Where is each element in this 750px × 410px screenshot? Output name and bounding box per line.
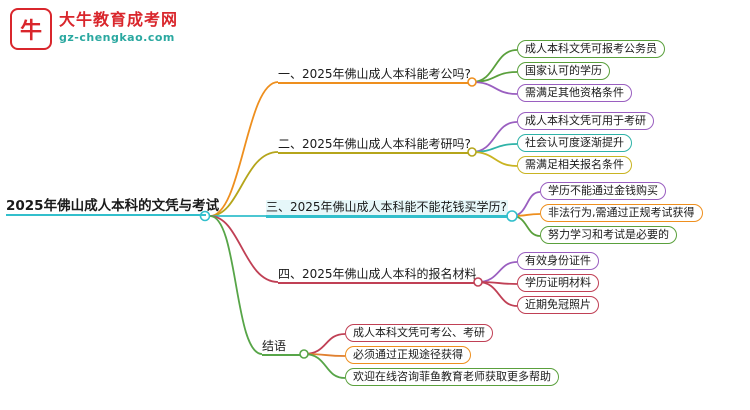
logo-url: gz-chengkao.com xyxy=(59,31,175,44)
leaf-node[interactable]: 成人本科文凭可考公、考研 xyxy=(345,324,493,342)
leaf-node[interactable]: 社会认可度逐渐提升 xyxy=(517,134,632,152)
branch-node-2[interactable]: 二、2025年佛山成人本科能考研吗? xyxy=(278,137,471,154)
logo-title: 大牛教育成考网 xyxy=(59,10,179,29)
leaf-node[interactable]: 有效身份证件 xyxy=(517,252,599,270)
leaf-node[interactable]: 国家认可的学历 xyxy=(517,62,610,80)
leaf-node[interactable]: 需满足相关报名条件 xyxy=(517,156,632,174)
leaf-node[interactable]: 成人本科文凭可用于考研 xyxy=(517,112,654,130)
root-node[interactable]: 2025年佛山成人本科的文凭与考试 xyxy=(6,198,220,216)
leaf-node[interactable]: 非法行为,需通过正规考试获得 xyxy=(540,204,703,222)
leaf-node[interactable]: 欢迎在线咨询菲鱼教育老师获取更多帮助 xyxy=(345,368,559,386)
leaf-node[interactable]: 必须通过正规途径获得 xyxy=(345,346,471,364)
branch-node-5[interactable]: 结语 xyxy=(262,339,300,356)
site-logo[interactable]: 牛 大牛教育成考网 gz-chengkao.com xyxy=(10,8,178,50)
logo-text: 大牛教育成考网 gz-chengkao.com xyxy=(59,8,178,45)
leaf-node[interactable]: 学历不能通过金钱购买 xyxy=(540,182,666,200)
leaf-node[interactable]: 努力学习和考试是必要的 xyxy=(540,226,677,244)
leaf-node[interactable]: 需满足其他资格条件 xyxy=(517,84,632,102)
branch-node-4[interactable]: 四、2025年佛山成人本科的报名材料 xyxy=(278,267,477,284)
bull-logo-icon: 牛 xyxy=(10,8,52,50)
branch-node-1[interactable]: 一、2025年佛山成人本科能考公吗? xyxy=(278,67,471,84)
leaf-node[interactable]: 近期免冠照片 xyxy=(517,296,599,314)
leaf-node[interactable]: 学历证明材料 xyxy=(517,274,599,292)
branch-node-3[interactable]: 三、2025年佛山成人本科能不能花钱买学历? xyxy=(266,200,508,218)
leaf-node[interactable]: 成人本科文凭可报考公务员 xyxy=(517,40,665,58)
